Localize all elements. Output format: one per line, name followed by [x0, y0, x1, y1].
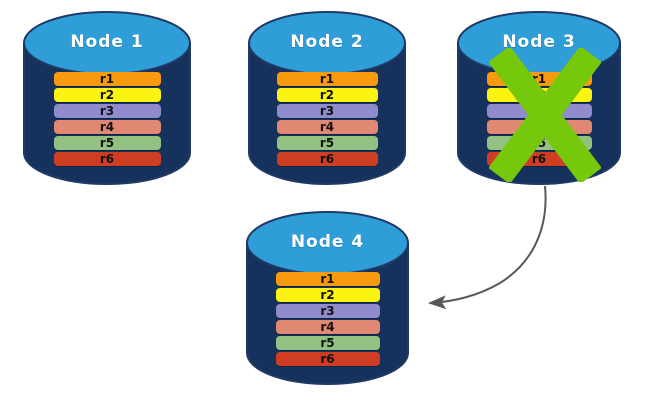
replica-row[interactable]: r6	[53, 152, 161, 166]
cylinder-top-ellipse	[457, 11, 621, 75]
replica-row[interactable]: r2	[276, 88, 378, 102]
replica-row[interactable]: r1	[276, 72, 378, 86]
replica-row[interactable]: r3	[276, 104, 378, 118]
cylinder-top-ellipse	[246, 211, 409, 275]
replica-row-list: r1 r2 r3 r4 r5 r6	[456, 72, 622, 168]
replica-row[interactable]: r1	[275, 272, 380, 286]
cylinder-top-ellipse	[23, 11, 191, 75]
replica-row-list: r1 r2 r3 r4 r5 r6	[247, 72, 407, 168]
replica-row[interactable]: r6	[276, 152, 378, 166]
cylinder-top-ellipse	[248, 11, 406, 75]
replica-row[interactable]: r6	[275, 352, 380, 366]
replica-row[interactable]: r5	[275, 336, 380, 350]
replica-row[interactable]: r1	[53, 72, 161, 86]
replica-row[interactable]: r4	[276, 120, 378, 134]
replica-row[interactable]: r5	[53, 136, 161, 150]
replica-row[interactable]: r3	[486, 104, 592, 118]
replica-row[interactable]: r1	[486, 72, 592, 86]
replica-row[interactable]: r5	[486, 136, 592, 150]
replica-row[interactable]: r2	[53, 88, 161, 102]
replica-row[interactable]: r4	[275, 320, 380, 334]
replica-row[interactable]: r3	[275, 304, 380, 318]
replica-row[interactable]: r2	[486, 88, 592, 102]
replica-row[interactable]: r4	[486, 120, 592, 134]
replica-row[interactable]: r3	[53, 104, 161, 118]
replica-row[interactable]: r5	[276, 136, 378, 150]
replica-row[interactable]: r6	[486, 152, 592, 166]
replica-row-list: r1 r2 r3 r4 r5 r6	[22, 72, 192, 168]
arrow-path	[428, 185, 547, 310]
replica-row-list: r1 r2 r3 r4 r5 r6	[245, 272, 410, 368]
replica-row[interactable]: r2	[275, 288, 380, 302]
replica-row[interactable]: r4	[53, 120, 161, 134]
